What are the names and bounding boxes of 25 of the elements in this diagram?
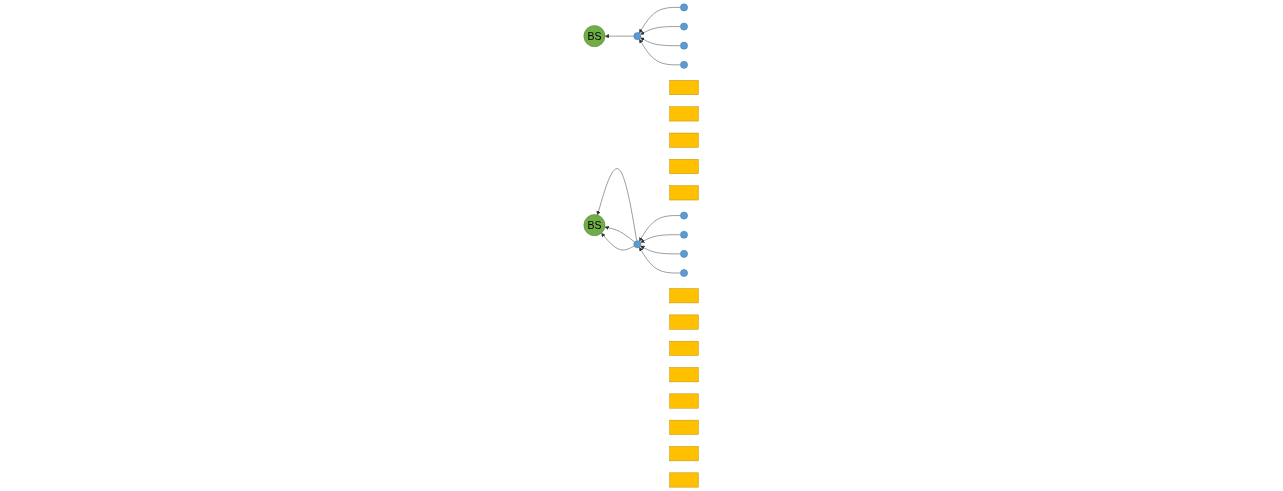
node-circle [680, 250, 689, 258]
node-circle [680, 41, 689, 50]
node-box [669, 446, 699, 462]
node-box [669, 340, 699, 356]
node-box [669, 132, 699, 148]
node-box [669, 159, 699, 174]
node-circle: BS [584, 25, 606, 47]
node-box [669, 314, 699, 330]
node-box [669, 367, 699, 383]
node-circle [680, 211, 689, 220]
node-box [669, 419, 699, 435]
node-circle [633, 240, 642, 249]
node-circle [633, 32, 642, 40]
node-box [669, 106, 699, 122]
node-box [669, 393, 699, 409]
node-box [669, 185, 699, 201]
node-circle [680, 22, 689, 31]
node-box [669, 80, 699, 95]
node-circle [680, 230, 689, 239]
node-circle [680, 3, 689, 12]
node-box [669, 288, 699, 304]
node-box [669, 472, 699, 488]
node-circle [680, 269, 689, 277]
node-circle: BS [584, 214, 606, 236]
node-circle [680, 61, 689, 69]
